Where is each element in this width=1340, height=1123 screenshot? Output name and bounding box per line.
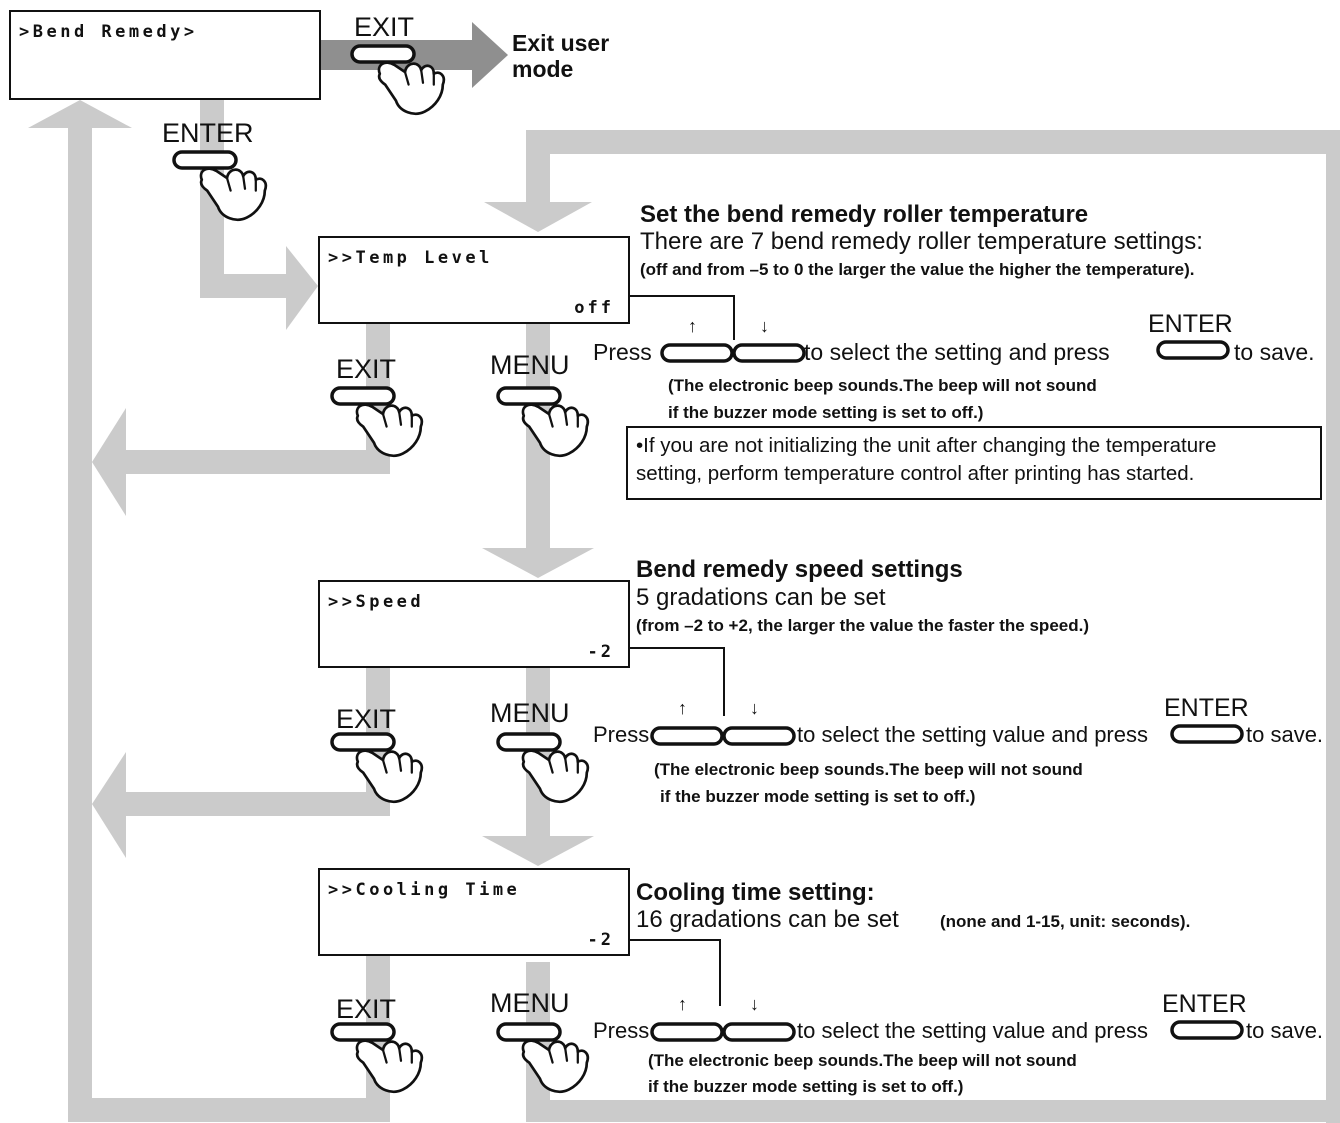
down-key-temp xyxy=(732,343,806,363)
up-key-speed xyxy=(650,726,724,746)
cooling-heading: Cooling time setting: xyxy=(636,879,875,906)
up-key-cooling xyxy=(650,1022,724,1042)
temp-save: to save. xyxy=(1234,339,1315,365)
exit-key-top xyxy=(350,44,416,64)
lcd-speed: >>Speed -2 xyxy=(318,580,630,668)
menu-loop-vertical-top xyxy=(526,130,550,210)
menu-key-2 xyxy=(496,732,562,752)
cooling-detail: (none and 1-15, unit: seconds). xyxy=(940,912,1191,931)
enter-key-label: ENTER xyxy=(162,118,254,148)
hand-icon xyxy=(377,61,446,116)
up-arrow-icon: ↑ xyxy=(688,316,697,336)
lcd-temp-level: >>Temp Level off xyxy=(318,236,630,324)
return-loop-bottom xyxy=(68,1098,378,1122)
note-line: setting, perform temperature control aft… xyxy=(636,462,1195,485)
menu-path-1-arrow xyxy=(482,548,594,578)
down-key-speed xyxy=(722,726,796,746)
exit-key-1 xyxy=(330,386,396,406)
menu-key-label: MENU xyxy=(490,988,570,1018)
down-key-cooling xyxy=(722,1022,796,1042)
speed-save: to save. xyxy=(1246,722,1324,747)
lcd-value: off xyxy=(574,298,614,318)
cooling-beep-line2: if the buzzer mode setting is set to off… xyxy=(648,1077,964,1096)
down-arrow-icon: ↓ xyxy=(750,994,759,1014)
note-line: •If you are not initializing the unit af… xyxy=(636,434,1217,457)
exit-user-mode-line1: Exit user xyxy=(512,30,610,56)
exit-user-mode-label: Exit user mode xyxy=(512,30,609,82)
exit-key-label: EXIT xyxy=(336,704,397,734)
temp-note-box: •If you are not initializing the unit af… xyxy=(626,426,1322,500)
enter-path-arrow xyxy=(286,246,318,330)
exit-path-2-horizontal xyxy=(120,792,390,816)
speed-subheading: 5 gradations can be set xyxy=(636,584,886,611)
up-arrow-icon: ↑ xyxy=(678,698,687,718)
lcd-bend-remedy: >Bend Remedy> xyxy=(9,10,321,100)
menu-key-1 xyxy=(496,386,562,406)
leader-line-speed xyxy=(620,647,725,716)
enter-key-temp xyxy=(1156,340,1230,360)
return-loop-up-arrow xyxy=(28,100,132,128)
enter-key-label: ENTER xyxy=(1148,310,1233,338)
temp-heading: Set the bend remedy roller temperature xyxy=(640,201,1089,228)
cooling-save: to save. xyxy=(1246,1018,1324,1043)
menu-loop-top xyxy=(526,130,1340,154)
press-label: Press xyxy=(593,1018,650,1043)
press-label: Press xyxy=(593,339,652,365)
lcd-line: >Bend Remedy> xyxy=(19,22,198,42)
enter-key-top xyxy=(172,150,238,170)
exit-key-2 xyxy=(330,732,396,752)
press-label: Press xyxy=(593,722,650,747)
exit-path-1-arrow xyxy=(92,408,126,516)
lcd-line: >>Speed xyxy=(328,592,425,612)
speed-detail: (from –2 to +2, the larger the value the… xyxy=(636,616,1089,635)
cooling-beep-line1: (The electronic beep sounds.The beep wil… xyxy=(648,1051,1077,1070)
enter-key-label: ENTER xyxy=(1162,990,1247,1018)
lcd-line: >>Temp Level xyxy=(328,248,493,268)
menu-loop-right xyxy=(1326,130,1340,1123)
cooling-instruction: to select the setting value and press xyxy=(797,1018,1148,1043)
speed-instruction: to select the setting value and press xyxy=(797,722,1148,747)
enter-key-speed xyxy=(1170,724,1244,744)
temp-beep-line1: (The electronic beep sounds.The beep wil… xyxy=(668,376,1097,395)
exit-key-label: EXIT xyxy=(336,354,397,384)
menu-loop-bottom xyxy=(526,1100,1340,1122)
lcd-cooling-time: >>Cooling Time -2 xyxy=(318,868,630,956)
temp-beep-line2: if the buzzer mode setting is set to off… xyxy=(668,403,984,422)
exit-key-label: EXIT xyxy=(354,12,415,42)
leader-line-cooling xyxy=(620,939,721,1006)
exit-user-mode-line2: mode xyxy=(512,56,574,82)
exit-path-2-arrow xyxy=(92,752,126,858)
temp-detail: (off and from –5 to 0 the larger the val… xyxy=(640,260,1195,279)
lcd-line: >>Cooling Time xyxy=(328,880,521,900)
speed-beep-line2: if the buzzer mode setting is set to off… xyxy=(660,787,976,806)
return-loop-left-vertical xyxy=(68,120,92,1120)
exit-user-mode-arrowhead xyxy=(472,22,508,88)
enter-key-cooling xyxy=(1170,1020,1244,1040)
speed-heading: Bend remedy speed settings xyxy=(636,556,963,583)
down-arrow-icon: ↓ xyxy=(750,698,759,718)
down-arrow-icon: ↓ xyxy=(760,316,769,336)
menu-loop-down-arrow xyxy=(484,202,592,232)
exit-key-3 xyxy=(330,1022,396,1042)
speed-beep-line1: (The electronic beep sounds.The beep wil… xyxy=(654,760,1083,779)
cooling-subheading: 16 gradations can be set xyxy=(636,906,899,933)
temp-subheading: There are 7 bend remedy roller temperatu… xyxy=(640,228,1203,255)
exit-path-1-horizontal xyxy=(120,450,390,474)
lcd-value: -2 xyxy=(587,930,614,950)
menu-key-label: MENU xyxy=(490,350,570,380)
lcd-value: -2 xyxy=(587,642,614,662)
menu-key-label: MENU xyxy=(490,698,570,728)
temp-instruction: to select the setting and press xyxy=(804,339,1110,365)
menu-key-3 xyxy=(496,1022,562,1042)
menu-path-2-arrow xyxy=(482,836,594,866)
enter-key-label: ENTER xyxy=(1164,694,1249,722)
up-arrow-icon: ↑ xyxy=(678,994,687,1014)
enter-path-horizontal xyxy=(200,274,290,298)
exit-key-label: EXIT xyxy=(336,994,397,1024)
leader-line-temp xyxy=(618,295,735,340)
up-key-temp xyxy=(660,343,734,363)
